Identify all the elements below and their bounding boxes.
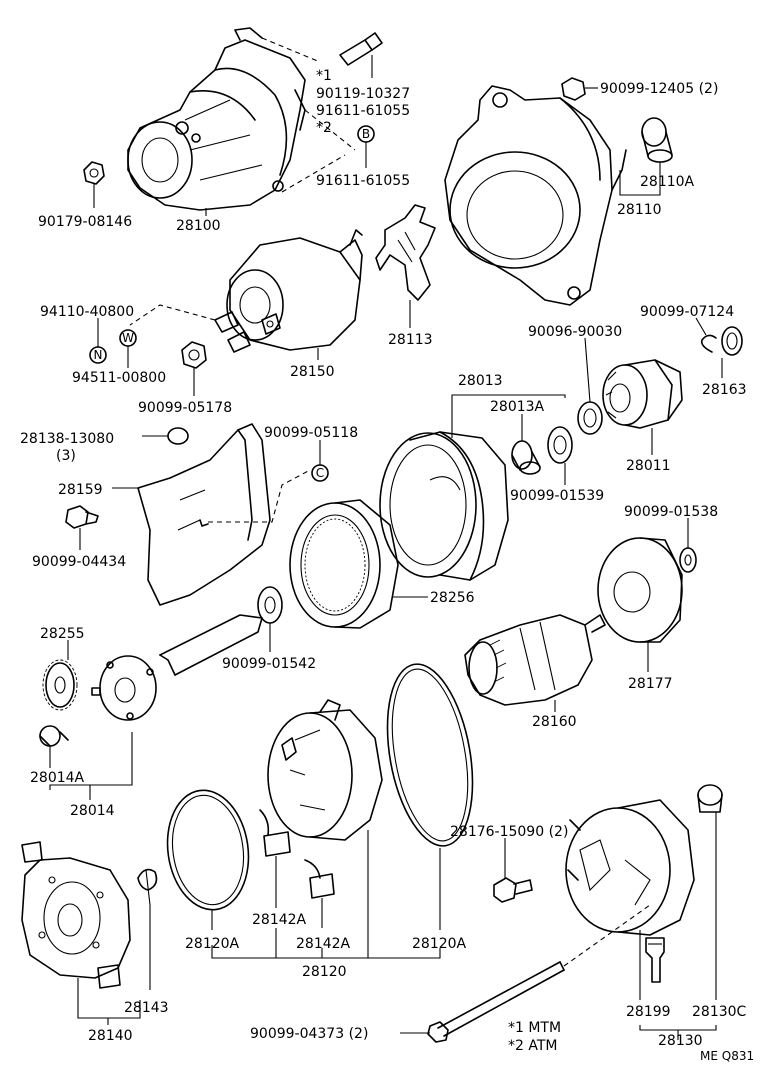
thru-bolt-90099-04373 xyxy=(427,961,565,1043)
label-94110-40800: 94110-40800 xyxy=(40,304,134,320)
nut-90099-05178-icon xyxy=(181,341,207,369)
label-90099-12405: 90099-12405 (2) xyxy=(600,81,718,97)
gear-housing-28013 xyxy=(379,431,509,581)
starter-assembly-28100 xyxy=(127,27,306,211)
label-28130C: 28130C xyxy=(692,1004,747,1020)
nut-90099-12405-icon xyxy=(561,77,586,101)
label-mtm-note: *1 xyxy=(316,68,332,84)
label-28138-qty: (3) xyxy=(56,448,76,464)
label-90099-04434: 90099-04434 xyxy=(32,554,126,570)
label-28199: 28199 xyxy=(626,1004,671,1020)
pinion-gear-28255 xyxy=(42,659,78,711)
label-90099-05118: 90099-05118 xyxy=(264,425,358,441)
label-28014: 28014 xyxy=(70,803,115,819)
label-28013: 28013 xyxy=(458,373,503,389)
label-91611-61055-b: 91611-61055 xyxy=(316,173,410,189)
snap-ring-90099-07124-icon xyxy=(700,334,717,353)
legend-mtm: *1 MTM xyxy=(508,1020,561,1036)
spring-28143-icon xyxy=(137,868,158,906)
label-94511-00800: 94511-00800 xyxy=(72,370,166,386)
label-90099-01539: 90099-01539 xyxy=(510,488,604,504)
label-28100: 28100 xyxy=(176,218,221,234)
o-ring-28120A-right xyxy=(386,663,474,847)
bolt-90099-04434-icon xyxy=(65,505,99,529)
ball-28138-icon xyxy=(167,427,189,445)
solenoid-28150 xyxy=(214,229,363,353)
callout-b: B xyxy=(362,127,370,141)
bolt-90119-icon xyxy=(339,32,383,66)
label-90179-08146: 90179-08146 xyxy=(38,214,132,230)
label-90099-04373: 90099-04373 (2) xyxy=(250,1026,368,1042)
label-28150: 28150 xyxy=(290,364,335,380)
brush-28142A-2-icon xyxy=(304,859,335,899)
label-28014A: 28014A xyxy=(30,770,85,786)
label-90099-01538: 90099-01538 xyxy=(624,504,718,520)
o-ring-28120A-left xyxy=(166,789,250,911)
callout-n: N xyxy=(94,348,103,362)
label-28159: 28159 xyxy=(58,482,103,498)
plate-28177 xyxy=(597,537,683,643)
washer-28163-icon xyxy=(721,326,743,356)
bushing-28110A-icon xyxy=(641,117,673,163)
legend: *1 MTM *2 ATM xyxy=(508,1020,561,1054)
clutch-28011 xyxy=(602,359,683,429)
label-28138-13080: 28138-13080 xyxy=(20,431,114,447)
yoke-28120 xyxy=(267,699,383,841)
nut-90179-icon xyxy=(83,161,105,185)
label-28011: 28011 xyxy=(626,458,671,474)
label-91611-61055-a: 91611-61055 xyxy=(316,103,410,119)
label-28140: 28140 xyxy=(88,1028,133,1044)
bolt-28176-icon xyxy=(493,877,533,903)
cover-28159 xyxy=(137,423,271,606)
label-28130: 28130 xyxy=(658,1033,703,1049)
screw-28199-icon xyxy=(645,937,665,983)
label-28110: 28110 xyxy=(617,202,662,218)
label-90099-01542: 90099-01542 xyxy=(222,656,316,672)
armature-28160 xyxy=(464,614,606,706)
label-28163: 28163 xyxy=(702,382,747,398)
bushing-28014A-icon xyxy=(39,725,69,747)
label-90119-10327: 90119-10327 xyxy=(316,86,410,102)
label-28160: 28160 xyxy=(532,714,577,730)
label-90099-07124: 90099-07124 xyxy=(640,304,734,320)
washer-90099-01539-icon xyxy=(547,426,573,464)
drive-housing-28110 xyxy=(444,85,627,306)
output-shaft-28014 xyxy=(91,614,263,721)
callout-w: W xyxy=(122,331,134,345)
part-labels: *1 90119-10327 91611-61055 *2 91611-6105… xyxy=(20,68,747,1049)
label-atm-note: *2 xyxy=(316,120,332,136)
end-frame-28130 xyxy=(565,799,695,936)
label-28255: 28255 xyxy=(40,626,85,642)
ring-gear-28256 xyxy=(289,499,399,629)
washer-90099-01538-icon xyxy=(679,547,697,573)
brush-holder-28140 xyxy=(21,841,131,989)
label-28013A: 28013A xyxy=(490,399,545,415)
callout-c: C xyxy=(316,466,324,480)
label-28176-15090: 28176-15090 (2) xyxy=(450,824,568,840)
bushing-28013A-icon xyxy=(511,440,541,475)
label-28142A-2: 28142A xyxy=(296,936,351,952)
label-90096-90030: 90096-90030 xyxy=(528,324,622,340)
label-28113: 28113 xyxy=(388,332,433,348)
diagram-code: ME Q831 xyxy=(700,1049,754,1063)
drive-lever-28113 xyxy=(375,204,436,301)
label-28120A-2: 28120A xyxy=(412,936,467,952)
clip-90096-90030-icon xyxy=(577,401,603,435)
label-90099-05178: 90099-05178 xyxy=(138,400,232,416)
label-28120: 28120 xyxy=(302,964,347,980)
label-28142A-1: 28142A xyxy=(252,912,307,928)
cap-28130C-icon xyxy=(697,784,723,813)
label-28256: 28256 xyxy=(430,590,475,606)
label-28177: 28177 xyxy=(628,676,673,692)
label-28120A-1: 28120A xyxy=(185,936,240,952)
legend-atm: *2 ATM xyxy=(508,1038,557,1054)
label-28110A: 28110A xyxy=(640,174,695,190)
label-28143: 28143 xyxy=(124,1000,169,1016)
brush-28142A-1-icon xyxy=(259,809,291,857)
